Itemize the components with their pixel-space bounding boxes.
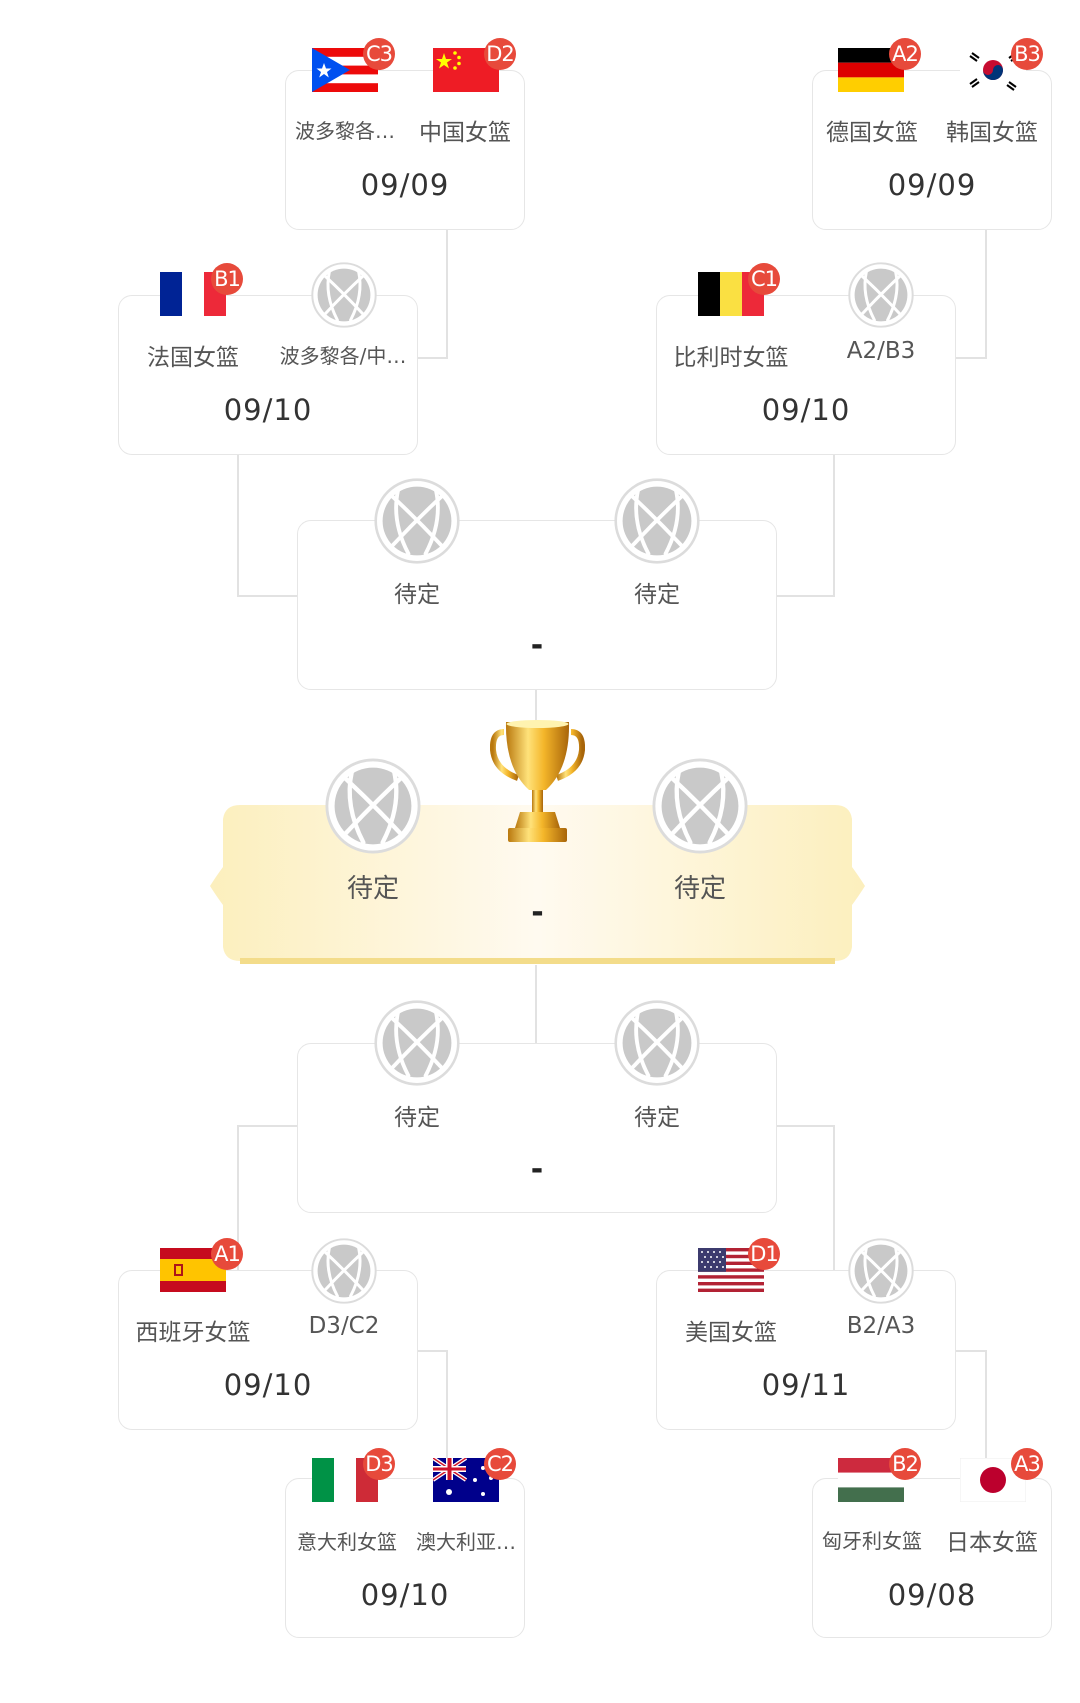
belgium-flag — [698, 272, 764, 316]
seed-badge: D3 — [363, 1448, 395, 1480]
seed-badge: A3 — [1011, 1448, 1043, 1480]
match-date: 09/08 — [887, 1578, 977, 1612]
team-name: D3/C2 — [308, 1313, 380, 1339]
match-date: - — [530, 628, 544, 663]
seed-badge: D1 — [748, 1238, 780, 1270]
basketball-icon — [614, 1000, 700, 1086]
seed-badge: C2 — [484, 1448, 516, 1480]
match-card[interactable] — [656, 1270, 956, 1430]
basketball-icon — [374, 1000, 460, 1086]
basketball-icon — [311, 262, 377, 328]
match-date: 09/11 — [761, 1368, 851, 1402]
connector-line — [446, 230, 448, 358]
seed-badge: D2 — [484, 38, 516, 70]
team-name: 意大利女篮 — [297, 1530, 397, 1554]
match-card[interactable] — [297, 520, 777, 690]
team-name: 澳大利亚… — [416, 1530, 516, 1554]
puerto-rico-flag — [312, 48, 378, 92]
connector-line — [237, 595, 297, 597]
team-name: 美国女篮 — [685, 1320, 777, 1346]
basketball-icon — [374, 478, 460, 564]
connector-line — [985, 1350, 987, 1480]
team-name: 波多黎各… — [295, 119, 395, 143]
connector-line — [535, 965, 537, 1043]
match-card[interactable] — [656, 295, 956, 455]
team-name: 待定 — [634, 1105, 680, 1131]
seed-badge: B3 — [1011, 38, 1043, 70]
basketball-icon — [848, 1238, 914, 1304]
seed-badge: B2 — [889, 1448, 921, 1480]
team-name: 西班牙女篮 — [135, 1320, 251, 1346]
connector-line — [955, 357, 987, 359]
connector-line — [237, 1125, 239, 1270]
basketball-icon — [652, 758, 748, 854]
match-date: - — [530, 1152, 544, 1187]
connector-line — [833, 1125, 835, 1270]
connector-line — [955, 1350, 987, 1352]
match-date: 09/10 — [223, 1368, 313, 1402]
france-flag — [160, 272, 226, 316]
connector-line — [446, 1350, 448, 1480]
basketball-icon — [325, 758, 421, 854]
match-card[interactable] — [285, 70, 525, 230]
seed-badge: C1 — [748, 263, 780, 295]
team-name: 比利时女篮 — [673, 345, 789, 371]
match-card[interactable] — [118, 295, 418, 455]
team-name: 待定 — [634, 582, 680, 608]
seed-badge: A1 — [211, 1238, 243, 1270]
match-date: 09/09 — [887, 168, 977, 202]
team-name: 待定 — [394, 1105, 440, 1131]
connector-line — [237, 1125, 297, 1127]
match-card[interactable] — [118, 1270, 418, 1430]
seed-badge: A2 — [889, 38, 921, 70]
team-name: 法国女篮 — [147, 345, 239, 371]
connector-line — [237, 452, 239, 596]
team-name: 韩国女篮 — [946, 120, 1038, 146]
match-date: - — [531, 895, 544, 930]
seed-badge: C3 — [363, 38, 395, 70]
team-name: 待定 — [346, 874, 399, 904]
team-name: 匈牙利女篮 — [822, 1529, 922, 1553]
germany-flag — [838, 48, 904, 92]
match-card[interactable] — [285, 1478, 525, 1638]
match-date: 09/10 — [761, 393, 851, 427]
team-name: B2/A3 — [846, 1313, 916, 1339]
basketball-icon — [311, 1238, 377, 1304]
team-name: 德国女篮 — [826, 120, 918, 146]
connector-line — [833, 452, 835, 596]
hungary-flag — [838, 1458, 904, 1502]
team-name: 波多黎各/中… — [279, 344, 407, 368]
basketball-icon — [848, 262, 914, 328]
team-name: 日本女篮 — [946, 1530, 1038, 1556]
connector-line — [416, 1350, 448, 1352]
match-card[interactable] — [812, 1478, 1052, 1638]
team-name: 中国女篮 — [419, 120, 511, 146]
basketball-icon — [614, 478, 700, 564]
connector-line — [535, 688, 537, 728]
connector-line — [985, 230, 987, 358]
match-date: 09/10 — [223, 393, 313, 427]
team-name: A2/B3 — [846, 338, 916, 364]
match-card[interactable] — [297, 1043, 777, 1213]
match-date: 09/10 — [360, 1578, 450, 1612]
match-card[interactable] — [812, 70, 1052, 230]
connector-line — [775, 1125, 835, 1127]
seed-badge: B1 — [211, 263, 243, 295]
team-name: 待定 — [394, 582, 440, 608]
connector-line — [416, 357, 448, 359]
trophy-icon — [489, 718, 586, 858]
match-date: 09/09 — [360, 168, 450, 202]
connector-line — [775, 595, 835, 597]
team-name: 待定 — [673, 874, 726, 904]
